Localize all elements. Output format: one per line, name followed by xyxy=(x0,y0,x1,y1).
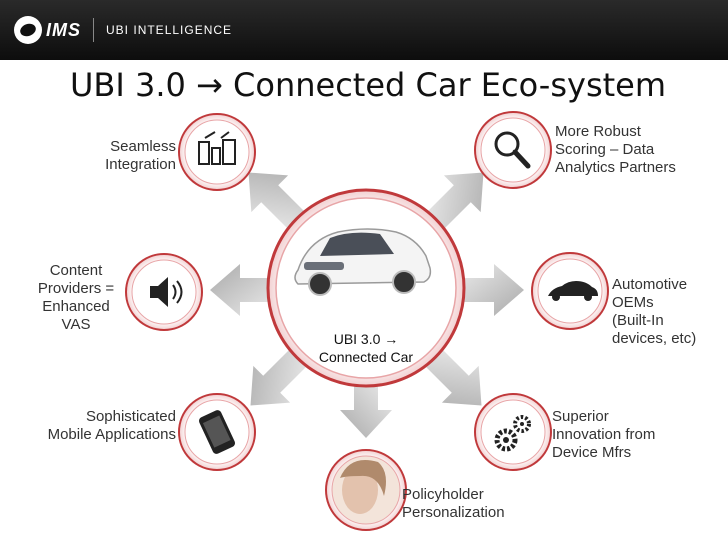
node-oem xyxy=(531,252,609,330)
arrow-down xyxy=(340,380,392,438)
label-innovation: Superior Innovation from Device Mfrs xyxy=(552,408,656,461)
ims-logo-icon xyxy=(14,16,42,44)
car-silhouette-icon xyxy=(548,281,598,301)
arrow-right xyxy=(454,264,524,316)
gears-icon xyxy=(494,415,531,452)
center-label-line1: UBI 3.0 → xyxy=(333,331,399,347)
center-label: UBI 3.0 → Connected Car xyxy=(308,330,424,366)
node-policy xyxy=(325,449,407,531)
logo-subtitle: UBI INTELLIGENCE xyxy=(106,23,233,37)
label-seamless: Seamless Integration xyxy=(105,138,176,173)
top-bar: IMS UBI INTELLIGENCE xyxy=(0,0,728,60)
node-seamless xyxy=(178,113,256,191)
car-icon xyxy=(294,228,432,296)
slide-title: UBI 3.0 → Connected Car Eco-system xyxy=(70,66,667,104)
arrow-left xyxy=(210,264,280,316)
label-content: Content Providers = Enhanced VAS xyxy=(37,262,115,333)
node-content xyxy=(125,253,203,331)
label-mobile: Sophisticated Mobile Applications xyxy=(47,408,176,443)
label-scoring: More Robust Scoring – Data Analytics Par… xyxy=(555,123,676,176)
phone-icon xyxy=(198,410,236,454)
center-node xyxy=(266,188,466,388)
label-policy: Policyholder Personalization xyxy=(402,486,505,521)
label-oem: Automotive OEMs (Built-In devices, etc) xyxy=(612,276,697,347)
logo-text: IMS xyxy=(46,19,82,40)
arrow-downleft xyxy=(250,347,309,406)
arrow-upleft xyxy=(248,172,307,231)
logo-divider xyxy=(93,18,95,42)
node-innovation xyxy=(474,393,552,471)
node-scoring xyxy=(474,111,552,189)
face-icon xyxy=(340,460,386,514)
buildings-icon xyxy=(198,131,236,165)
magnifier-icon xyxy=(494,131,531,169)
arrow-downright xyxy=(423,347,482,406)
arrow-upright xyxy=(425,172,484,231)
node-mobile xyxy=(178,393,256,471)
ims-logo: IMS UBI INTELLIGENCE xyxy=(14,16,232,44)
speaker-icon xyxy=(150,277,183,307)
center-label-line2: Connected Car xyxy=(318,349,414,365)
